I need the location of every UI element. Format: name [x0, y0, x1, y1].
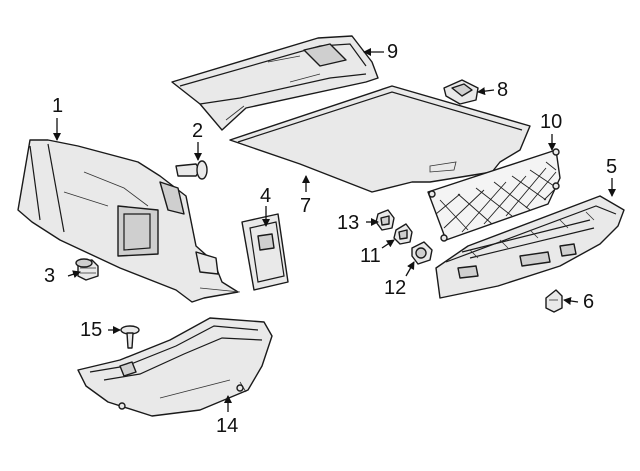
callout-4: 4 — [260, 185, 272, 207]
leader-11 — [381, 239, 395, 249]
callout-2: 2 — [192, 120, 204, 142]
callout-5: 5 — [606, 156, 618, 178]
callout-6: 6 — [583, 291, 595, 313]
part-3-fastener — [75, 258, 99, 281]
callout-8: 8 — [497, 79, 509, 101]
callout-9: 9 — [387, 41, 399, 63]
leader-lines — [53, 48, 616, 412]
callout-14: 14 — [216, 415, 239, 437]
callout-10: 10 — [540, 111, 563, 133]
part-7-trunk-floor-panel — [229, 85, 531, 193]
callout-1: 1 — [52, 95, 64, 117]
part-8-cover — [443, 79, 479, 105]
part-13-fastener — [375, 209, 395, 231]
part-14-storage-tray — [77, 317, 273, 417]
part-10-cargo-net — [427, 148, 561, 242]
part-12-fastener — [411, 241, 433, 265]
callout-12: 12 — [384, 277, 407, 299]
part-15-push-pin — [120, 325, 140, 349]
callout-7: 7 — [300, 195, 312, 217]
callout-15: 15 — [80, 319, 103, 341]
leader-3 — [67, 270, 81, 279]
leader-12 — [405, 261, 415, 277]
callout-11: 11 — [360, 245, 381, 267]
part-6-clip — [545, 289, 563, 313]
callout-3: 3 — [44, 265, 56, 287]
leader-8 — [477, 87, 495, 96]
callout-13: 13 — [337, 212, 360, 234]
leader-6 — [563, 297, 579, 305]
part-4-access-panel — [241, 213, 289, 291]
part-1-quarter-trim — [17, 139, 241, 303]
part-11-fastener — [393, 223, 413, 245]
part-9-rear-shelf-trim — [171, 35, 379, 131]
part-2-push-pin — [175, 160, 208, 180]
part-5-sill-plate — [435, 195, 625, 299]
